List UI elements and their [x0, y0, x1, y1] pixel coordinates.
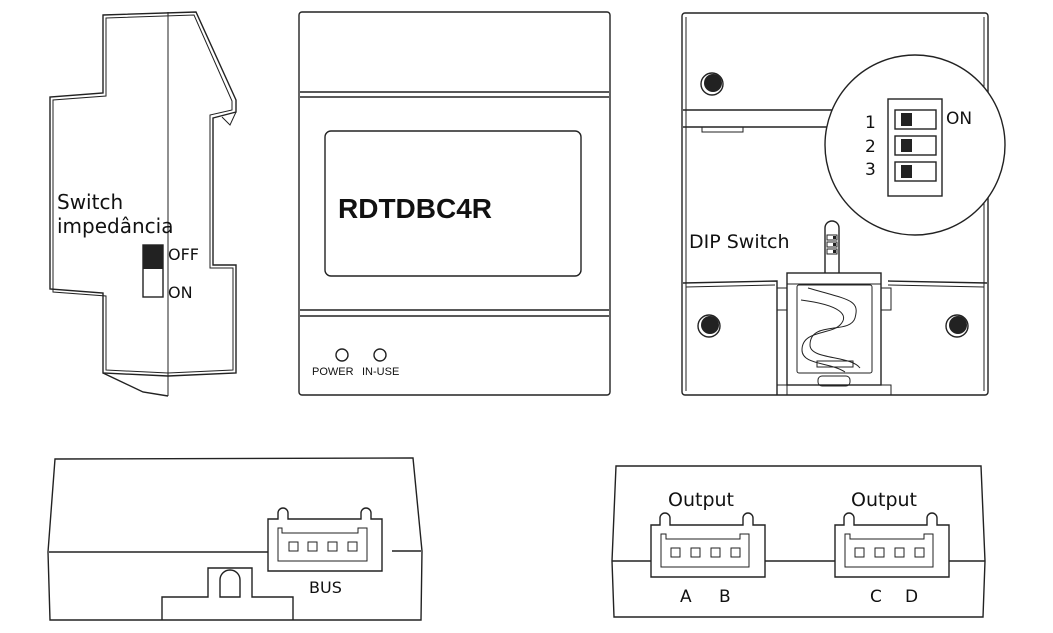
bus-connector[interactable] [267, 507, 383, 572]
screw-bottom-left [697, 314, 721, 338]
power-led-label: POWER [312, 366, 354, 378]
output-connector-ab[interactable] [650, 512, 766, 578]
dip-number-2: 2 [865, 137, 876, 157]
switch-label-line1: Switch [57, 190, 123, 214]
dip-switch-1[interactable] [894, 109, 937, 130]
front-view: RDTDBC4R POWER IN-USE [298, 11, 611, 396]
impedance-switch-knob [143, 245, 163, 269]
switch-label-line2: impedância [57, 214, 173, 238]
pin-label-c: C [870, 587, 882, 607]
screw-top-left [700, 72, 724, 96]
inuse-led [373, 348, 387, 362]
power-led [335, 348, 349, 362]
dip-switch-2[interactable] [894, 135, 937, 156]
inuse-led-label: IN-USE [362, 366, 399, 378]
dip-switch-label: DIP Switch [689, 231, 790, 253]
output-view: Output A B Output C D [611, 465, 986, 618]
switch-on-label: ON [168, 283, 193, 302]
bus-view: BUS [47, 457, 423, 621]
display-window [324, 130, 582, 277]
pin-label-b: B [719, 587, 731, 607]
dip-switch-magnified: 1 2 3 ON [824, 54, 1006, 236]
dip-number-1: 1 [865, 113, 876, 133]
pin-label-a: A [680, 587, 692, 607]
back-view: DIP Switch 1 2 3 ON [681, 12, 1006, 396]
model-name: RDTDBC4R [338, 193, 492, 224]
pin-label-d: D [905, 587, 918, 607]
dip-switch-3[interactable] [894, 161, 937, 182]
dip-switch-small[interactable] [824, 220, 840, 273]
din-clip [777, 272, 892, 395]
side-view: Switch impedância OFF ON [49, 11, 237, 397]
output-title-1: Output [668, 489, 734, 511]
bus-label: BUS [309, 578, 342, 597]
output-title-2: Output [851, 489, 917, 511]
screw-bottom-right [945, 314, 969, 338]
output-connector-cd[interactable] [834, 512, 950, 578]
dip-on-label: ON [946, 109, 972, 129]
switch-off-label: OFF [168, 245, 199, 264]
dip-number-3: 3 [865, 160, 876, 180]
